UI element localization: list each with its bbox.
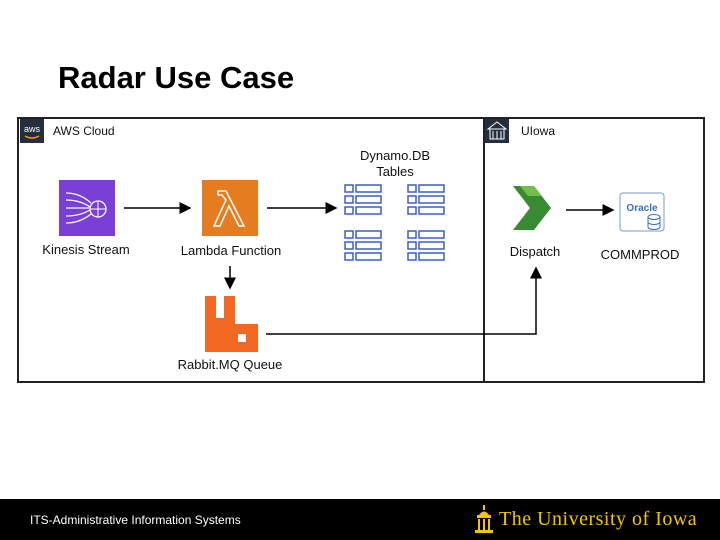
footer-bar: ITS-Administrative Information Systems T… xyxy=(0,499,720,540)
arrow-rabbitmq-to-dispatch xyxy=(266,266,542,335)
dynamodb-table-icon xyxy=(344,230,382,261)
commprod-label: COMMPROD xyxy=(600,247,680,262)
diagram-canvas: aws xyxy=(20,119,665,352)
dynamodb-table-icon xyxy=(344,184,382,215)
rabbitmq-icon xyxy=(205,296,258,352)
oracle-database-icon: Oracle xyxy=(619,192,665,232)
kinesis-stream-icon xyxy=(59,180,115,236)
lambda-icon xyxy=(202,180,258,236)
aws-logo-text: aws xyxy=(24,124,41,134)
rabbitmq-queue-label: Rabbit.MQ Queue xyxy=(177,357,283,372)
university-building-icon xyxy=(485,119,509,143)
footer-department-text: ITS-Administrative Information Systems xyxy=(30,513,241,527)
dispatch-label: Dispatch xyxy=(509,244,561,259)
aws-logo-icon: aws xyxy=(20,119,44,143)
old-capitol-icon xyxy=(475,505,493,533)
dispatch-icon xyxy=(513,186,551,230)
university-logotype: The University of Iowa xyxy=(499,508,698,530)
oracle-logo-text: Oracle xyxy=(626,203,658,214)
dynamodb-table-icon xyxy=(407,184,445,215)
aws-cloud-label: AWS Cloud xyxy=(53,124,115,138)
dynamodb-tables-label: Dynamo.DB Tables xyxy=(359,148,431,179)
slide-title: Radar Use Case xyxy=(58,60,295,95)
uiowa-panel xyxy=(483,117,705,383)
lambda-function-label: Lambda Function xyxy=(180,243,282,258)
uiowa-label: UIowa xyxy=(521,124,556,138)
kinesis-stream-label: Kinesis Stream xyxy=(42,242,130,257)
dynamodb-table-icon xyxy=(407,230,445,261)
